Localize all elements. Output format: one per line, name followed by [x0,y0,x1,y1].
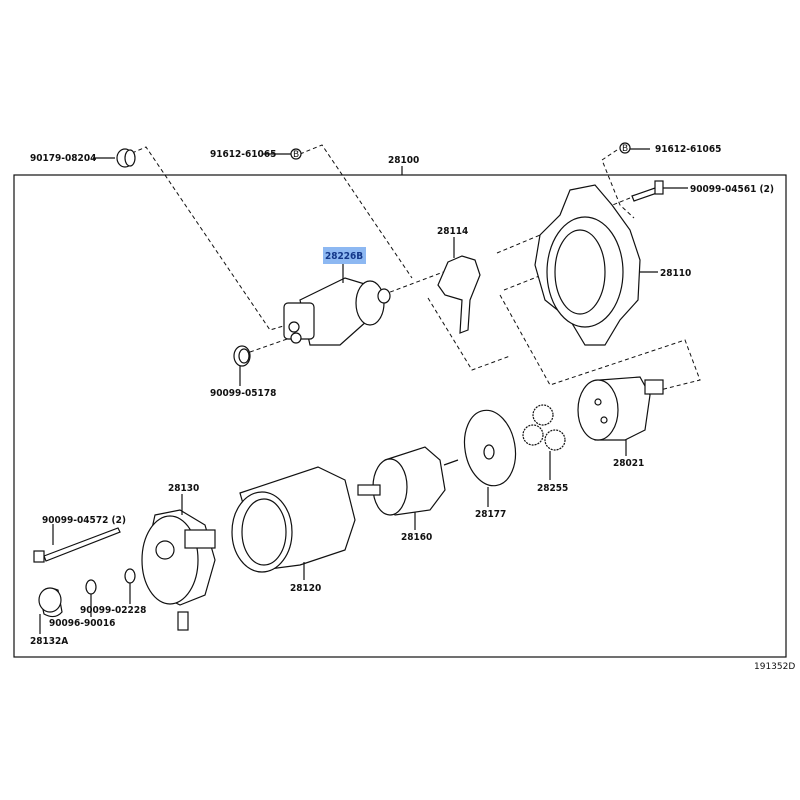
label-28255[interactable]: 28255 [537,483,568,494]
label-90099-04561[interactable]: 90099-04561 (2) [690,184,774,195]
label-90099-04572[interactable]: 90099-04572 (2) [42,515,126,526]
assembly-dashed-lines [131,144,701,396]
ring-90096-90016[interactable] [85,579,97,595]
highlight-box [323,247,366,264]
armature-28160[interactable] [357,446,459,516]
b-marker-icon [290,148,302,160]
solenoid-28226B[interactable] [283,277,391,346]
label-90096-90016[interactable]: 90096-90016 [49,618,115,629]
housing-28110[interactable] [534,184,641,346]
plate-28177[interactable] [459,406,521,490]
yoke-28120[interactable] [231,466,356,573]
label-28132A[interactable]: 28132A [30,636,68,647]
b-marker-icon [619,142,631,154]
label-28160[interactable]: 28160 [401,532,432,543]
label-90099-02228[interactable]: 90099-02228 [80,605,146,616]
clutch-28021[interactable] [577,376,664,441]
label-28100[interactable]: 28100 [388,155,419,166]
label-28120[interactable]: 28120 [290,583,321,594]
label-28177[interactable]: 28177 [475,509,506,520]
label-28114[interactable]: 28114 [437,226,468,237]
b-marker-left: B [293,150,299,160]
washer-90099-02228[interactable] [124,568,136,584]
label-28130[interactable]: 28130 [168,483,199,494]
bolt-90099-04561[interactable] [631,180,664,202]
drawing-code: 191352D [754,662,795,672]
end-frame-28130[interactable] [141,509,216,631]
nut-90099-05178[interactable] [233,345,251,367]
label-90099-05178[interactable]: 90099-05178 [210,388,276,399]
label-91612-61065-right[interactable]: 91612-61065 [655,144,721,155]
nut-90179-08204[interactable] [116,148,136,168]
label-91612-61065-left[interactable]: 91612-61065 [210,149,276,160]
label-90179-08204[interactable]: 90179-08204 [30,153,96,164]
cap-28132A[interactable] [38,587,63,618]
b-marker-right: B [622,144,628,154]
label-28021[interactable]: 28021 [613,458,644,469]
label-28110[interactable]: 28110 [660,268,691,279]
label-28226B[interactable]: 28226B [325,251,363,262]
gears-28255[interactable] [522,404,566,451]
lever-28114[interactable] [437,255,481,334]
assembly-frame [13,174,787,658]
through-bolt-90099-04572[interactable] [33,527,121,563]
